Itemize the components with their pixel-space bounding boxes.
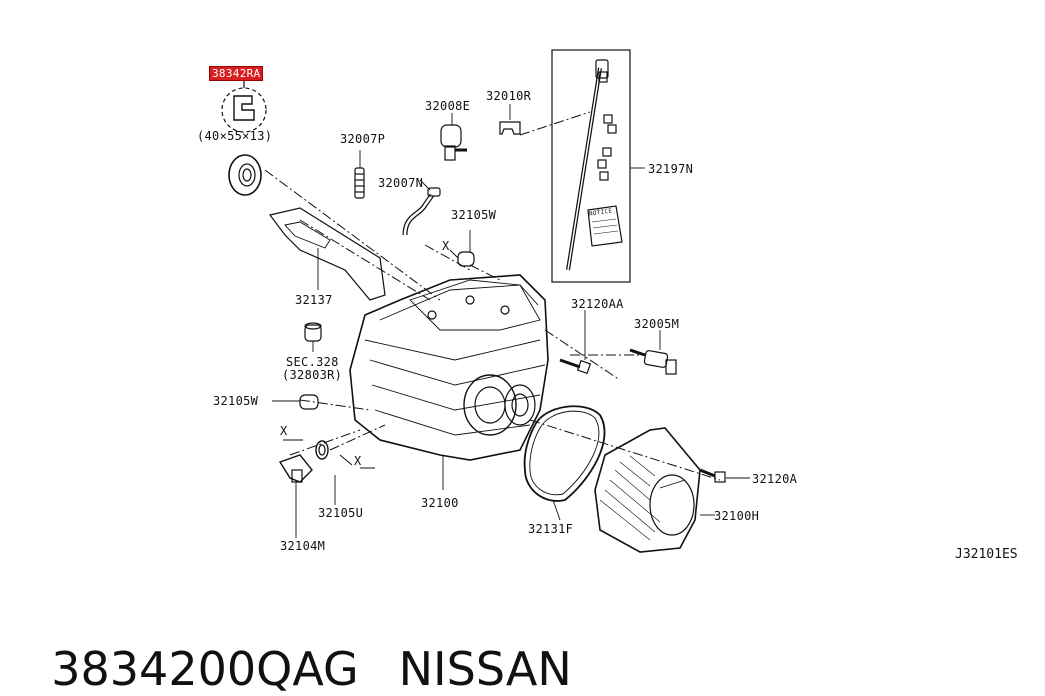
plug-top-icon (457, 230, 475, 267)
washer-icon (315, 440, 336, 505)
plug-icon (272, 394, 319, 410)
part-label-32105U[interactable]: 32105U (318, 506, 364, 520)
clip-icon (499, 104, 521, 135)
breather-hose-icon (402, 179, 441, 236)
speed-sensor-icon (629, 330, 677, 375)
part-label-32197N[interactable]: 32197N (648, 162, 694, 176)
part-label-32010R[interactable]: 32010R (486, 89, 532, 103)
x-marker-arrows (283, 249, 459, 469)
breather-fitting-icon (440, 113, 467, 161)
baffle-plate-icon (268, 207, 386, 301)
gasket-icon (523, 405, 606, 521)
section-ref-sub-label: (32803R) (282, 368, 343, 382)
exploded-parts-diagram (221, 49, 750, 553)
cover-bolt-icon (699, 468, 750, 483)
diagram-reference-code: J32101ES (955, 547, 1018, 562)
small-fittings-icon (597, 114, 617, 181)
bushing-icon (304, 322, 322, 352)
caption-brand: NISSAN (398, 642, 572, 696)
part-label-32100H[interactable]: 32100H (714, 509, 760, 523)
seal-size-label: (40×55×13) (197, 129, 273, 143)
part-label-32007P[interactable]: 32007P (340, 132, 386, 146)
oil-seal-icon (228, 154, 262, 196)
part-label-32131F[interactable]: 32131F (528, 522, 574, 536)
part-label-32007N[interactable]: 32007N (378, 176, 424, 190)
stud-bolt-icon (354, 150, 365, 199)
seal-detail-icon (221, 80, 267, 133)
part-label-32008E[interactable]: 32008E (425, 99, 471, 113)
caption-part-number: 3834200QAG (51, 642, 359, 696)
x-marker-left: X (280, 424, 288, 438)
part-label-32105W-top[interactable]: 32105W (451, 208, 497, 222)
rod-kit-box (551, 49, 645, 283)
rear-cover-icon (594, 427, 715, 553)
part-label-32120AA[interactable]: 32120AA (571, 297, 624, 311)
x-marker-top: X (442, 239, 450, 253)
part-label-32137[interactable]: 32137 (295, 293, 333, 307)
highlighted-part-label[interactable]: 38342RA (208, 66, 264, 81)
bolt-icon (559, 310, 592, 375)
leader-lines (264, 111, 721, 481)
part-label-32100[interactable]: 32100 (421, 496, 459, 510)
x-marker-right: X (354, 454, 362, 468)
part-label-32104M[interactable]: 32104M (280, 539, 326, 553)
transmission-case-icon (349, 274, 549, 490)
drain-plug-icon (278, 454, 313, 538)
part-label-32005M[interactable]: 32005M (634, 317, 680, 331)
part-label-32105W-side[interactable]: 32105W (213, 394, 259, 408)
section-ref-label[interactable]: SEC.328 (286, 355, 339, 369)
part-label-32120A[interactable]: 32120A (752, 472, 798, 486)
